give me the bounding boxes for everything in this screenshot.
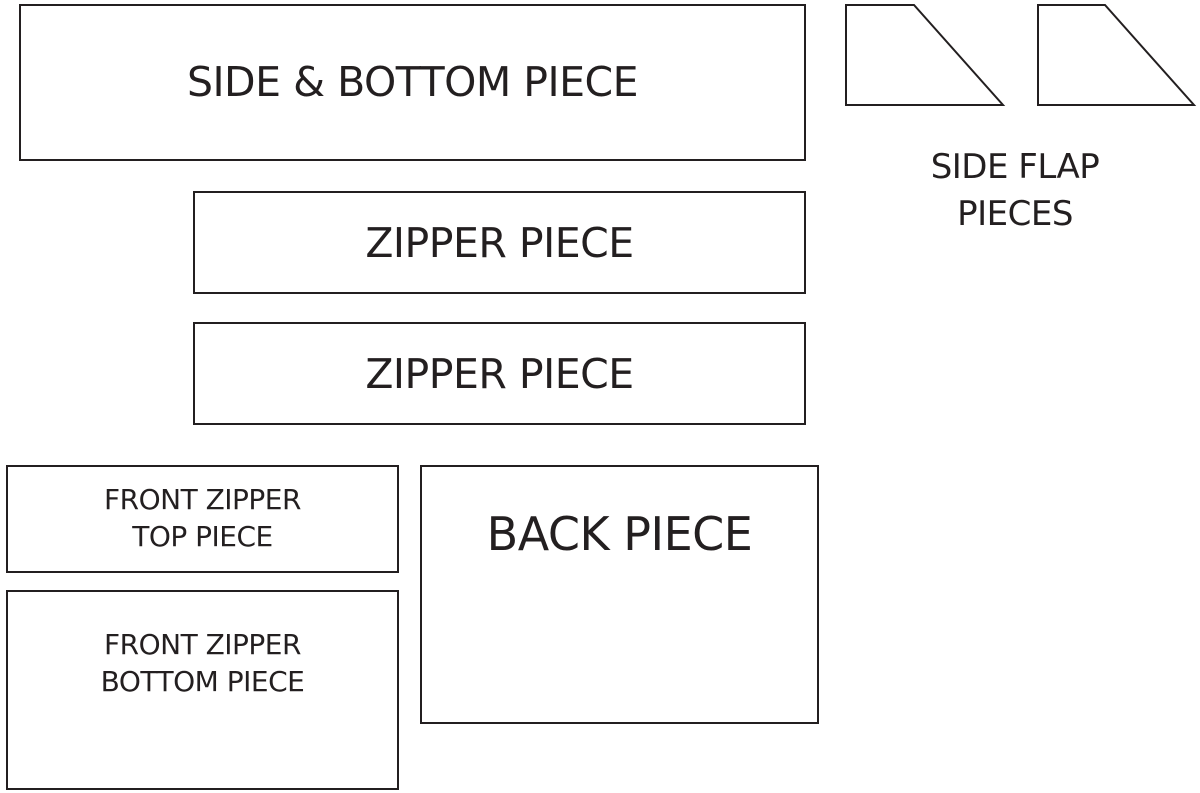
side-bottom-piece: SIDE & BOTTOM PIECE	[19, 4, 806, 161]
side-flap-caption-line-2: PIECES	[957, 194, 1073, 234]
zipper-piece-label: ZIPPER PIECE	[365, 219, 634, 267]
back-piece-label: BACK PIECE	[486, 507, 753, 561]
front-zipper-bottom-piece-label: FRONT ZIPPER BOTTOM PIECE	[8, 626, 397, 700]
front-zipper-top-piece: FRONT ZIPPER TOP PIECE	[6, 465, 399, 573]
side-flap-caption-line-1: SIDE FLAP	[930, 147, 1100, 187]
front-zipper-bottom-line-1: FRONT ZIPPER	[104, 628, 301, 661]
front-zipper-bottom-line-2: BOTTOM PIECE	[100, 665, 305, 698]
zipper-piece-label: ZIPPER PIECE	[365, 350, 634, 398]
zipper-piece: ZIPPER PIECE	[193, 322, 806, 425]
front-zipper-top-line-2: TOP PIECE	[132, 520, 273, 553]
back-piece: BACK PIECE	[420, 465, 819, 724]
front-zipper-top-piece-label: FRONT ZIPPER TOP PIECE	[8, 481, 397, 555]
side-flap-pieces-label: SIDE FLAP PIECES	[900, 144, 1130, 238]
zipper-piece: ZIPPER PIECE	[193, 191, 806, 294]
front-zipper-bottom-piece: FRONT ZIPPER BOTTOM PIECE	[6, 590, 399, 790]
side-flap-piece	[845, 4, 1006, 106]
front-zipper-top-line-1: FRONT ZIPPER	[104, 483, 301, 516]
side-bottom-piece-label: SIDE & BOTTOM PIECE	[186, 58, 639, 106]
side-flap-piece	[1037, 4, 1197, 106]
